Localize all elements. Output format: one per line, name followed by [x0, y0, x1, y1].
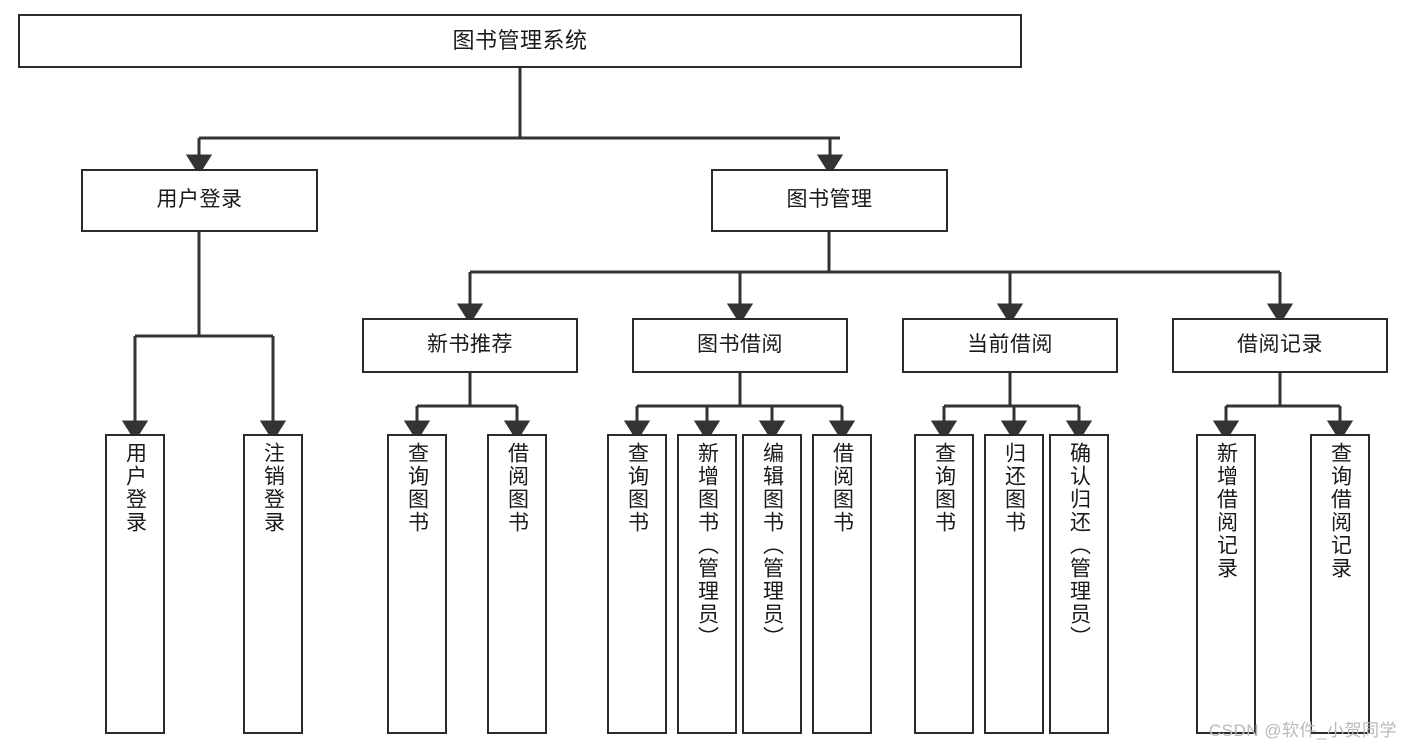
- node-leaf-query-book-1[interactable]: 查询图书: [387, 434, 447, 734]
- node-borrow-record-label: 借阅记录: [1237, 333, 1323, 357]
- node-user-login[interactable]: 用户登录: [81, 169, 318, 232]
- node-root-label: 图书管理系统: [452, 28, 588, 54]
- node-leaf-query-book-2-label: 查询图书: [625, 442, 649, 534]
- node-user-login-label: 用户登录: [156, 188, 243, 212]
- node-leaf-return-book[interactable]: 归还图书: [984, 434, 1044, 734]
- node-leaf-query-book-3-label: 查询图书: [932, 442, 956, 534]
- node-leaf-add-book[interactable]: 新增图书（管理员）: [677, 434, 737, 734]
- node-leaf-confirm-return[interactable]: 确认归还（管理员）: [1049, 434, 1109, 734]
- node-leaf-add-record[interactable]: 新增借阅记录: [1196, 434, 1256, 734]
- node-leaf-borrow-book-1[interactable]: 借阅图书: [487, 434, 547, 734]
- node-leaf-query-book-2[interactable]: 查询图书: [607, 434, 667, 734]
- node-leaf-add-book-label: 新增图书（管理员）: [695, 442, 719, 649]
- node-leaf-query-book-3[interactable]: 查询图书: [914, 434, 974, 734]
- node-book-borrow[interactable]: 图书借阅: [632, 318, 848, 373]
- node-new-book-rec[interactable]: 新书推荐: [362, 318, 578, 373]
- node-leaf-edit-book-label: 编辑图书（管理员）: [760, 442, 784, 649]
- node-leaf-confirm-return-label: 确认归还（管理员）: [1067, 442, 1091, 649]
- watermark: CSDN @软件_小贺同学: [1208, 721, 1397, 740]
- node-leaf-user-login[interactable]: 用户登录: [105, 434, 165, 734]
- node-leaf-borrow-book-2[interactable]: 借阅图书: [812, 434, 872, 734]
- node-book-manage[interactable]: 图书管理: [711, 169, 948, 232]
- node-leaf-user-login-label: 用户登录: [123, 442, 147, 534]
- node-root[interactable]: 图书管理系统: [18, 14, 1022, 68]
- node-leaf-query-record-label: 查询借阅记录: [1328, 442, 1352, 580]
- node-current-borrow-label: 当前借阅: [967, 333, 1053, 357]
- node-new-book-rec-label: 新书推荐: [427, 333, 513, 357]
- node-leaf-edit-book[interactable]: 编辑图书（管理员）: [742, 434, 802, 734]
- node-leaf-query-book-1-label: 查询图书: [405, 442, 429, 534]
- node-leaf-borrow-book-1-label: 借阅图书: [505, 442, 529, 534]
- node-leaf-user-logout-label: 注销登录: [261, 442, 285, 534]
- node-book-manage-label: 图书管理: [786, 188, 873, 212]
- node-borrow-record[interactable]: 借阅记录: [1172, 318, 1388, 373]
- node-leaf-user-logout[interactable]: 注销登录: [243, 434, 303, 734]
- node-leaf-add-record-label: 新增借阅记录: [1214, 442, 1238, 580]
- node-leaf-return-book-label: 归还图书: [1002, 442, 1026, 534]
- node-leaf-borrow-book-2-label: 借阅图书: [830, 442, 854, 534]
- node-book-borrow-label: 图书借阅: [697, 333, 783, 357]
- node-current-borrow[interactable]: 当前借阅: [902, 318, 1118, 373]
- node-leaf-query-record[interactable]: 查询借阅记录: [1310, 434, 1370, 734]
